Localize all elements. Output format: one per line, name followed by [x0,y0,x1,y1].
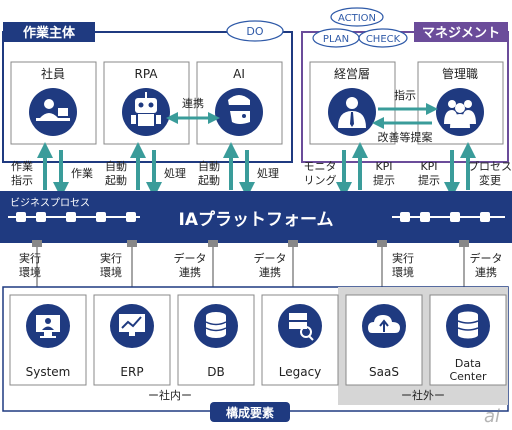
plug-saas [377,240,387,290]
vertical-flows [37,142,476,198]
process-change-2: 変更 [479,173,501,187]
data-dc-2: 連携 [475,265,497,279]
jido-kido-rpa-1: 自動 [105,159,127,173]
plug-legacy [288,240,298,290]
kosei-yoso-label: 構成要素 [226,405,274,420]
sagyo-shutai-label: 作業主体 [23,25,76,41]
data-dc-1: データ [470,251,503,265]
erp-label: ERP [120,365,143,379]
actor-keieiso: 経営層 [309,61,396,145]
employee-icon [29,88,77,136]
do-ellipse: DO [226,20,284,42]
component-saas: SaaS [345,294,423,386]
keieiso-label: 経営層 [334,67,370,81]
monitoring-label-1: モニタ [304,160,337,173]
kpi-kanri-1: KPI [420,160,437,173]
kaizen-label: 改善等提案 [378,130,433,144]
sagyo-shiji-label-1: 作業 [11,160,33,173]
jido-kido-ai-1: 自動 [198,159,220,173]
jikko-saas-2: 環境 [392,265,414,279]
renkei-link: 連携 [166,96,220,124]
check-label: CHECK [366,34,401,45]
connector-plugs [32,240,469,290]
kpi-mgmt-2: 提示 [373,174,395,187]
shain-label: 社員 [41,66,65,81]
ia-platform: ビジネスプロセス IAプラットフォーム [0,191,512,243]
action-ellipse [330,7,384,27]
kpi-kanri-2: 提示 [418,174,440,187]
ai-label: AI [233,67,245,81]
rpa-label: RPA [134,67,158,81]
actor-shain: 社員 [10,61,97,145]
jikko-saas-1: 実行 [392,251,414,265]
action-label: ACTION [338,13,376,24]
data-db-1: データ [174,251,207,265]
kanrishoku-label: 管理職 [442,66,478,81]
component-datacenter: Data Center [429,294,507,386]
jikko-erp-1: 実行 [100,251,122,265]
renkei-label: 連携 [182,96,204,110]
shiji-label: 指示 [394,88,416,102]
management-tab [414,22,508,42]
process-change-1: プロセス [468,160,512,173]
shagai-label: ー社外ー [401,388,445,402]
component-system: System [9,294,87,386]
connector-labels: 実行 環境 実行 環境 データ 連携 データ 連携 実行 環境 データ 連携 [19,251,503,279]
jikko-system-1: 実行 [19,251,41,265]
data-legacy-2: 連携 [259,265,281,279]
component-legacy: Legacy [261,294,339,386]
sagyo-shiji-label-2: 指示 [11,173,33,187]
data-db-2: 連携 [179,265,201,279]
db-label: DB [207,365,224,379]
do-label: DO [246,25,263,38]
datacenter-label-2: Center [449,370,487,383]
data-legacy-1: データ [254,251,287,265]
check-ellipse [358,28,408,48]
system-label: System [26,365,71,379]
shori-ai-label: 処理 [257,167,279,180]
sagyo-label: 作業 [71,167,93,180]
mgmt-links: 指示 改善等提案 [372,88,438,144]
management-label: マネジメント [422,26,500,41]
shori-rpa-label: 処理 [164,167,186,180]
plug-datacenter [459,240,469,290]
sagyo-shutai-tab [3,22,95,42]
plug-erp [127,240,137,290]
plug-system [32,240,42,290]
legacy-label: Legacy [279,365,322,379]
kosei-yoso-pill: 構成要素 [210,402,290,422]
saas-label: SaaS [369,365,399,379]
kpi-mgmt-1: KPI [375,160,392,173]
flow-labels: 作業 指示 作業 自動 起動 処理 自動 起動 処理 モニタ リング KPI 提… [11,159,512,187]
jikko-erp-2: 環境 [100,265,122,279]
watermark-logo: ai [484,406,500,427]
component-db: DB [177,294,255,386]
business-process-label: ビジネスプロセス [10,197,90,209]
actor-ai: AI [196,61,283,145]
shanai-label: ー社内ー [148,388,192,402]
plan-label: PLAN [323,34,349,45]
jido-kido-ai-2: 起動 [198,173,220,187]
platform-title: IAプラットフォーム [179,209,334,230]
monitoring-label-2: リング [304,173,337,187]
pdca-cycle: ACTION PLAN CHECK [312,7,408,48]
plug-db [208,240,218,290]
jido-kido-rpa-2: 起動 [105,173,127,187]
actor-rpa: RPA [103,61,190,145]
datacenter-label-1: Data [455,357,481,370]
component-erp: ERP [93,294,171,386]
jikko-system-2: 環境 [19,265,41,279]
